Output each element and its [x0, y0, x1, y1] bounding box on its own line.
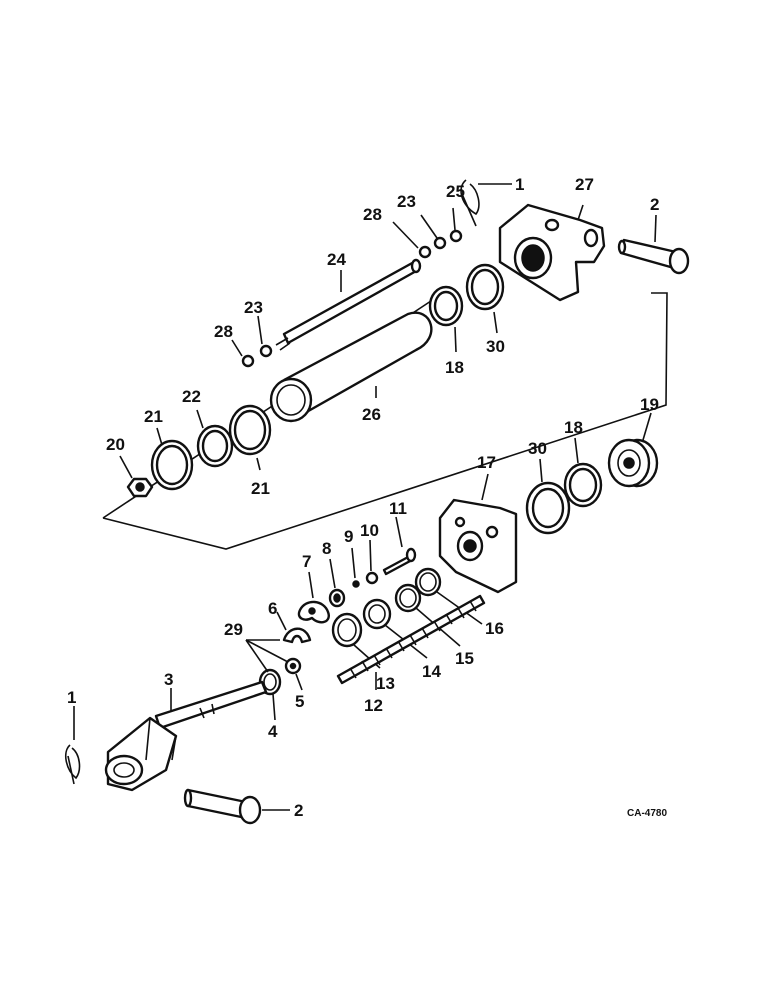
callout-1-bottom: 1: [67, 688, 76, 707]
piston-rings-right: [525, 437, 603, 535]
lock-plate: [297, 571, 330, 624]
hex-nut: [119, 455, 154, 498]
callout-21-right: 21: [251, 479, 270, 498]
callout-30-right: 30: [528, 439, 547, 458]
drawing-code: CA-4780: [627, 808, 667, 819]
tube-rings-left: [150, 404, 272, 491]
gland-rings: [331, 567, 483, 669]
callout-18-top: 18: [445, 358, 464, 377]
callout-6: 6: [268, 599, 277, 618]
cotter-pin-top: [460, 179, 512, 227]
callout-18-right: 18: [564, 418, 583, 437]
callout-3: 3: [164, 670, 173, 689]
callout-27: 27: [575, 175, 594, 194]
callout-11: 11: [389, 499, 407, 518]
callout-29-leaders: [245, 639, 289, 673]
small-parts-mid: [328, 539, 379, 608]
callout-28-left: 28: [214, 322, 233, 341]
callout-15: 15: [455, 649, 474, 668]
callout-4: 4: [268, 722, 278, 741]
callout-28-top: 28: [363, 205, 382, 224]
tie-rod: [275, 258, 422, 351]
callout-30-top: 30: [486, 337, 505, 356]
callout-2-bottom: 2: [294, 801, 303, 820]
cylinder-head: [498, 203, 606, 302]
callout-26: 26: [362, 405, 381, 424]
callout-20: 20: [106, 435, 125, 454]
cylinder-tube: [269, 311, 433, 423]
washer: [258, 668, 282, 721]
clevis-pin-top: [617, 214, 690, 275]
callout-10: 10: [360, 521, 379, 540]
cotter-pin-bottom: [64, 706, 81, 785]
callout-7: 7: [302, 552, 311, 571]
screw: [382, 516, 417, 576]
callout-1-top: 1: [515, 175, 524, 194]
callout-14: 14: [422, 662, 441, 681]
small-seals-left: [231, 315, 273, 368]
small-seals-top: [392, 207, 463, 259]
callout-13: 13: [376, 674, 395, 693]
clevis-pin-bottom: [183, 788, 290, 825]
callout-25: 25: [446, 182, 465, 201]
callout-5: 5: [295, 692, 304, 711]
callout-12: 12: [364, 696, 383, 715]
callout-17: 17: [477, 453, 496, 472]
callout-22: 22: [182, 387, 201, 406]
callout-21-left: 21: [144, 407, 163, 426]
threaded-rod: [336, 594, 486, 690]
piston-rod-clevis: [104, 680, 268, 792]
callout-23-top: 23: [397, 192, 416, 211]
snap-ring: [284, 657, 303, 691]
callout-8: 8: [322, 539, 331, 558]
piston: [607, 412, 659, 488]
key-half-ring: [276, 611, 312, 644]
end-cap: [438, 473, 518, 594]
callout-23-left: 23: [244, 298, 263, 317]
callout-labels: 1 27 2 25 23 28 24 30 18 23 28 26 22 21 …: [67, 175, 667, 820]
callout-9: 9: [344, 527, 353, 546]
callout-19: 19: [640, 395, 659, 414]
callout-29: 29: [224, 620, 243, 639]
head-rings-top: [428, 263, 505, 353]
callout-24: 24: [327, 250, 346, 269]
callout-2-top: 2: [650, 195, 659, 214]
callout-16: 16: [485, 619, 504, 638]
